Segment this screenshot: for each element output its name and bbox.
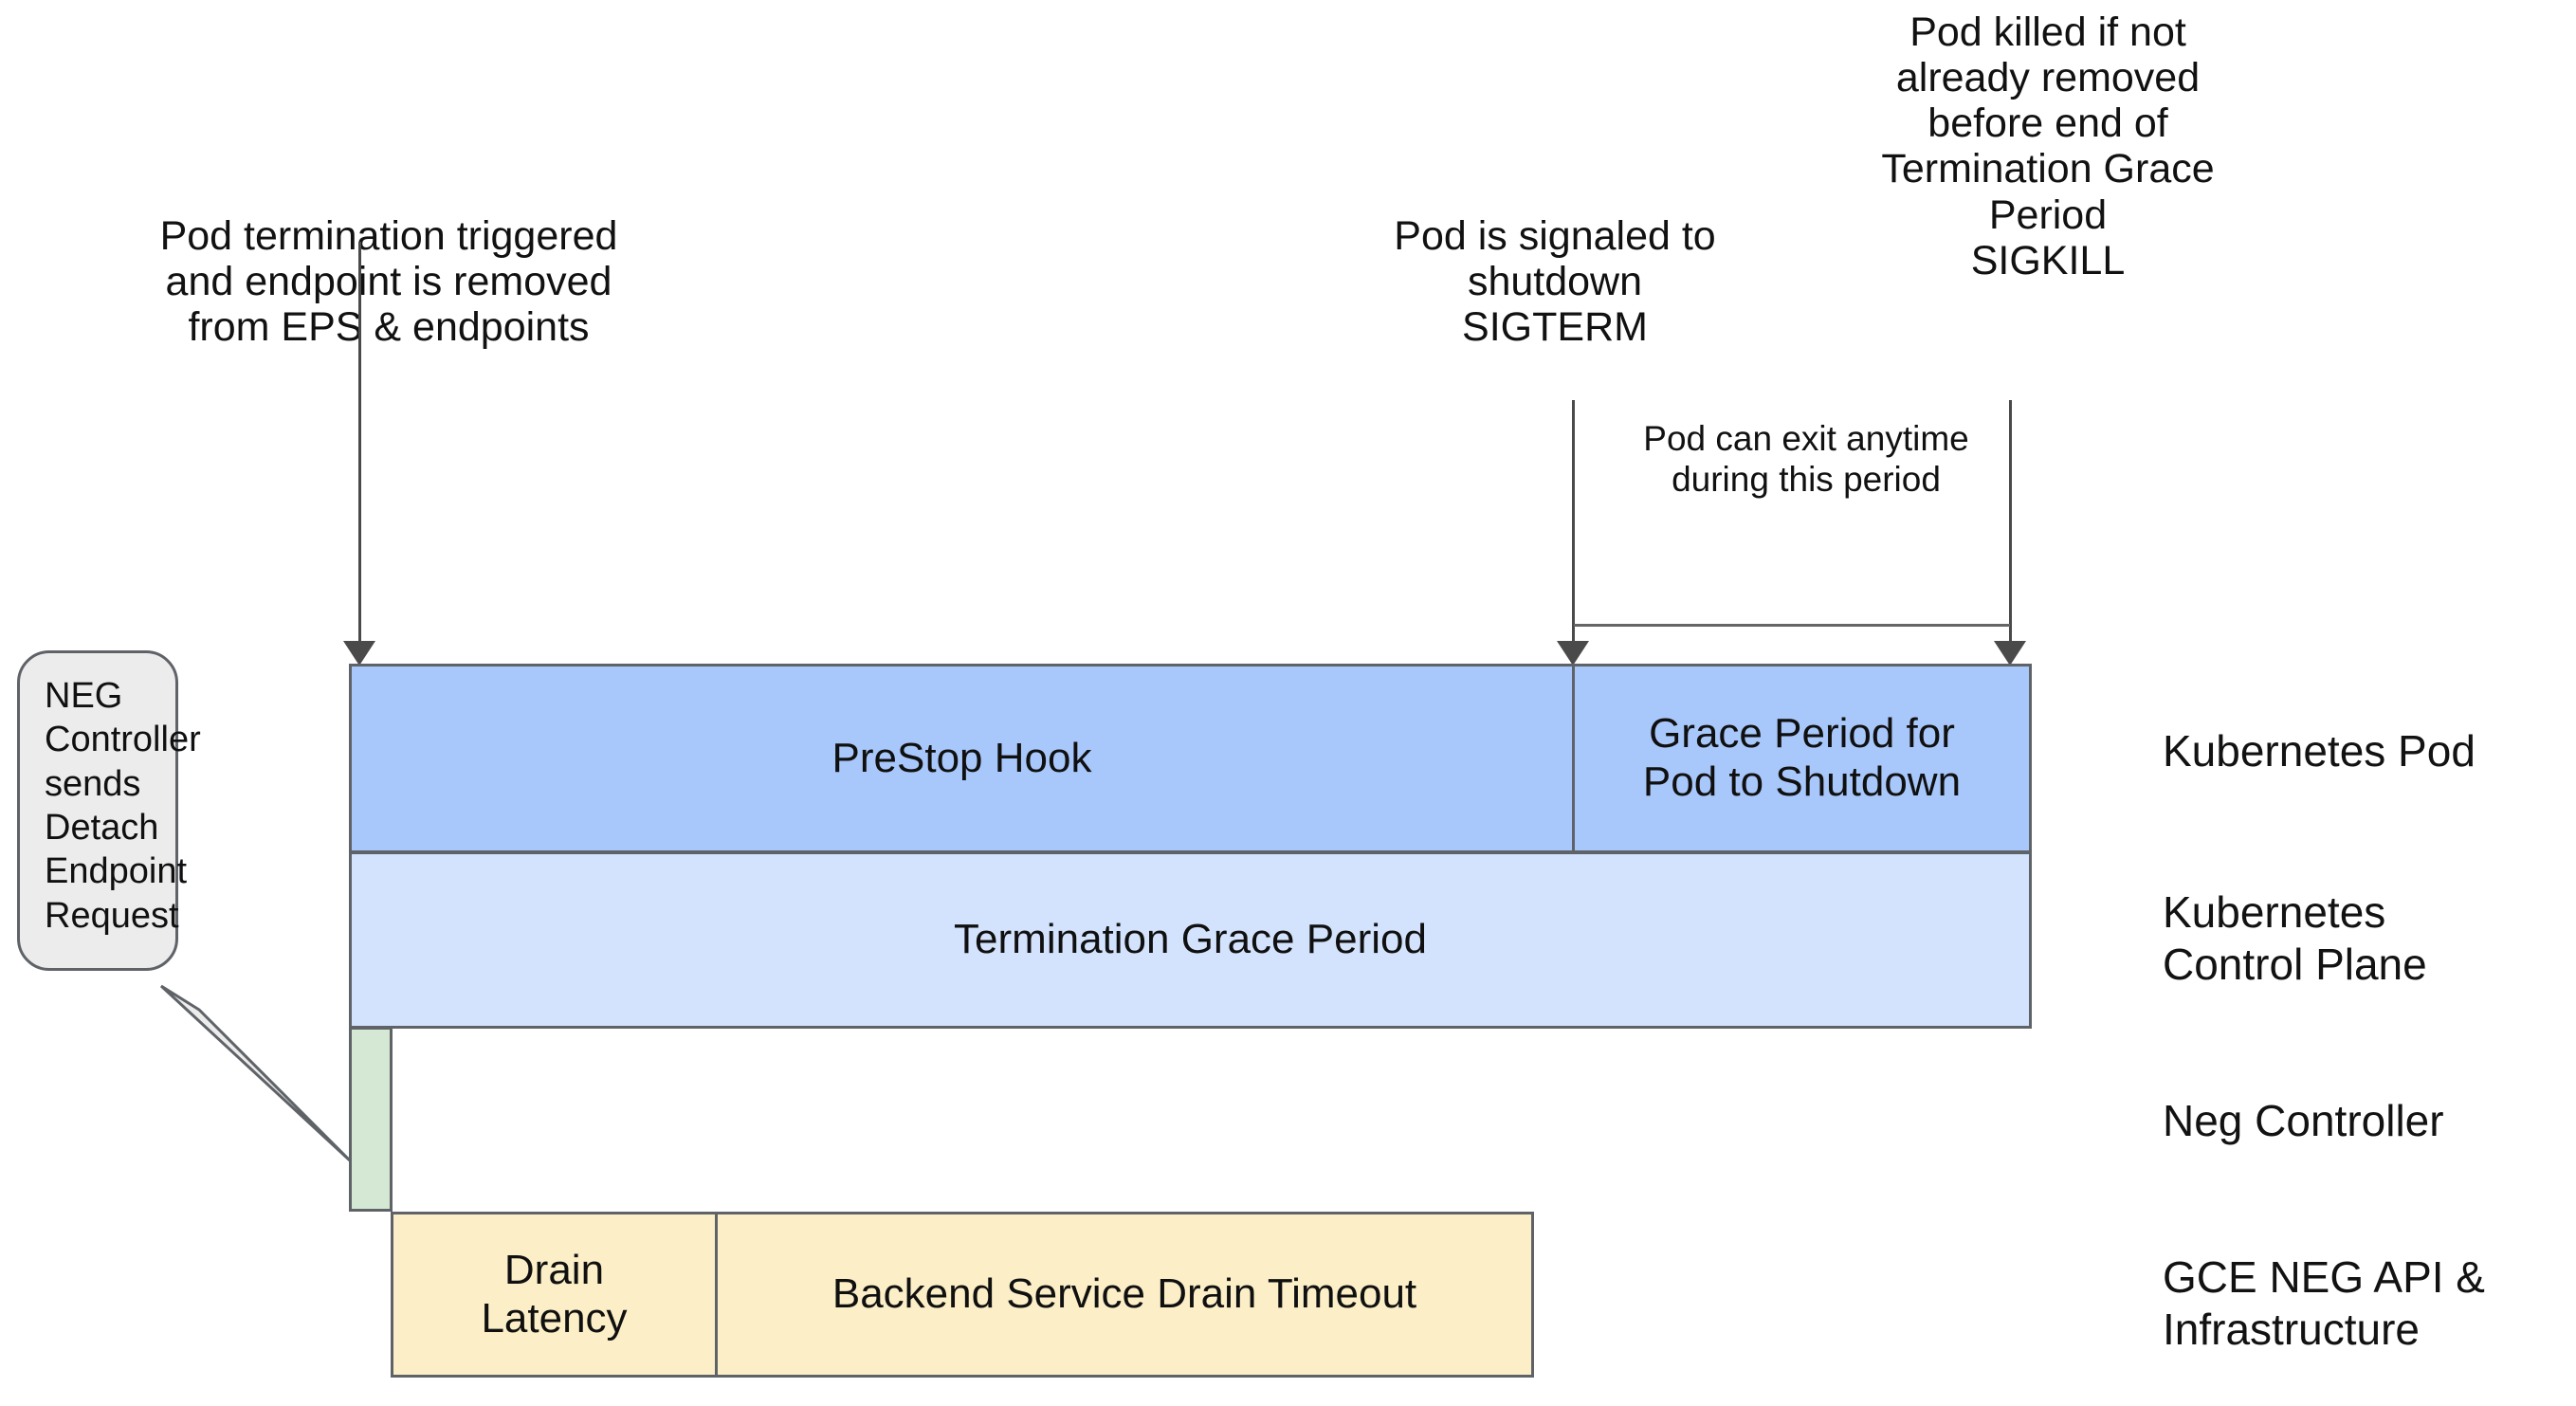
lane-label-gce-neg-api: GCE NEG API & Infrastructure xyxy=(2163,1252,2485,1355)
arrow-head-sigterm xyxy=(1557,641,1589,666)
annotation-pod-termination-triggered: Pod termination triggered and endpoint i… xyxy=(159,213,618,351)
callout-tail-shape xyxy=(159,984,353,1163)
arrow-line-sigkill xyxy=(2009,400,2012,647)
lane-label-kubernetes-pod: Kubernetes Pod xyxy=(2163,726,2476,776)
arrow-line-pod-termination xyxy=(358,242,361,647)
arrow-head-pod-termination xyxy=(343,641,375,666)
bar-backend-service-drain-timeout: Backend Service Drain Timeout xyxy=(715,1212,1534,1378)
arrow-head-sigkill xyxy=(1994,641,2026,666)
bar-grace-period-for-pod-to-shutdown: Grace Period for Pod to Shutdown xyxy=(1572,664,2032,853)
annotation-pod-killed-sigkill: Pod killed if not already removed before… xyxy=(1881,9,2215,283)
bracket-connector-grace-period xyxy=(1574,624,2010,627)
bar-drain-latency: Drain Latency xyxy=(391,1212,718,1378)
annotation-pod-signaled-shutdown: Pod is signaled to shutdown SIGTERM xyxy=(1394,213,1716,351)
lane-label-neg-controller: Neg Controller xyxy=(2163,1096,2444,1145)
neg-controller-callout: NEG Controller sends Detach Endpoint Req… xyxy=(17,650,201,971)
bar-termination-grace-period: Termination Grace Period xyxy=(349,851,2032,1029)
bar-prestop-hook: PreStop Hook xyxy=(349,664,1575,853)
bar-neg-controller xyxy=(349,1027,393,1212)
lane-label-kubernetes-control-plane: Kubernetes Control Plane xyxy=(2163,887,2427,990)
arrow-line-sigterm xyxy=(1572,400,1575,647)
annotation-pod-can-exit-anytime: Pod can exit anytime during this period xyxy=(1643,419,1969,499)
